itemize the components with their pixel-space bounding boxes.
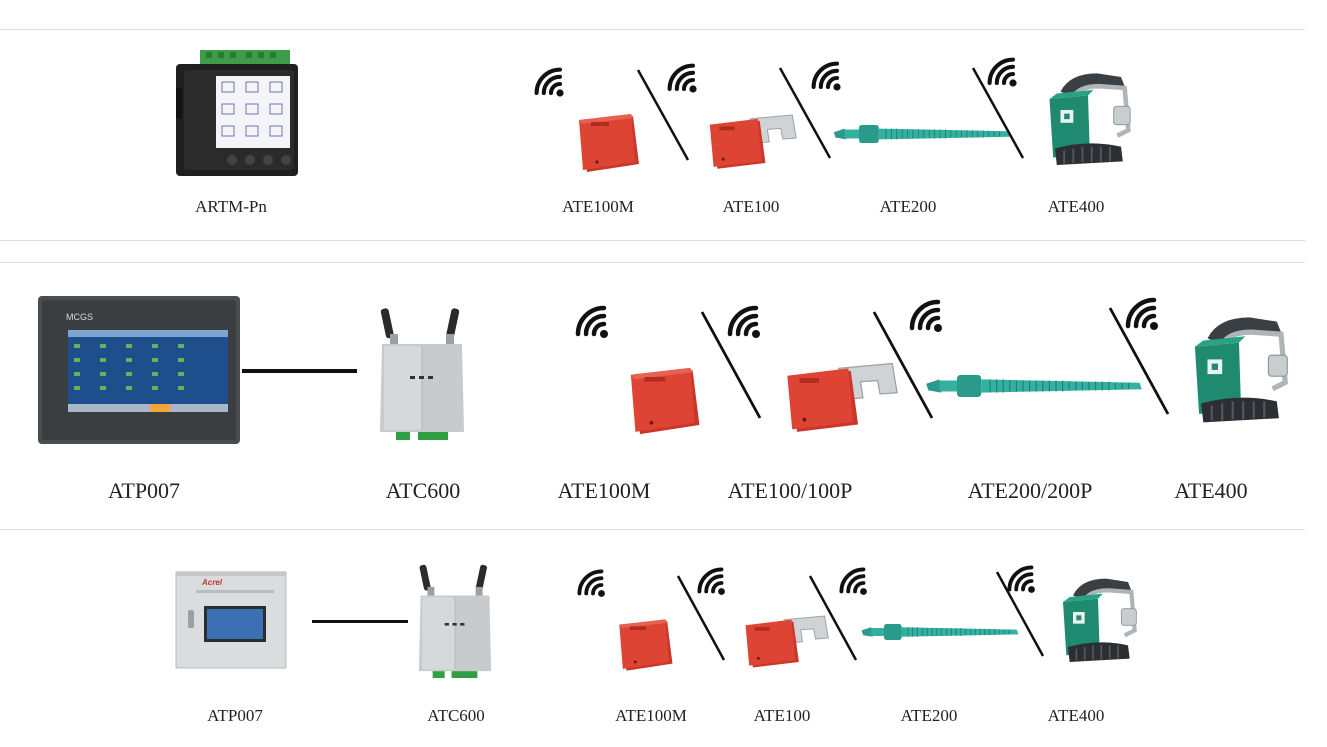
wifi-icon bbox=[1124, 296, 1164, 336]
meter-icon bbox=[170, 48, 310, 184]
wifi-icon bbox=[986, 56, 1022, 92]
separator-slash bbox=[636, 69, 690, 161]
sensor-label-ate100: ATE100 bbox=[722, 197, 780, 216]
sensor-label-ate400: ATE400 bbox=[1047, 706, 1105, 725]
wifi-icon bbox=[666, 62, 702, 98]
sensor-label-ate100m: ATE100M bbox=[615, 706, 687, 725]
sensor-label-ate200: ATE200 bbox=[900, 706, 958, 725]
sensor-icon bbox=[624, 355, 704, 447]
row-divider bbox=[0, 529, 1305, 530]
wifi-icon bbox=[810, 60, 846, 96]
separator-slash bbox=[808, 575, 858, 661]
sensor-label-ate200: ATE200 bbox=[879, 197, 937, 216]
cabinet-icon: Acrel bbox=[174, 570, 288, 670]
device-label-atp007: ATP007 bbox=[207, 706, 263, 725]
wifi-icon bbox=[726, 304, 766, 344]
sensor-icon bbox=[614, 612, 676, 678]
separator-slash bbox=[700, 311, 762, 419]
touch-panel-icon: MCGS bbox=[38, 296, 240, 444]
clamp-sensor-icon bbox=[1030, 66, 1146, 176]
cabinet-brand: Acrel bbox=[201, 578, 223, 587]
wired-link bbox=[312, 620, 408, 623]
sensor-label-ate400: ATE400 bbox=[1047, 197, 1105, 216]
separator-slash bbox=[872, 311, 934, 419]
gateway-icon bbox=[412, 562, 498, 684]
wifi-icon bbox=[576, 568, 610, 602]
separator-slash bbox=[971, 67, 1025, 159]
sensor-label-ate100: ATE100 bbox=[753, 706, 811, 725]
wifi-icon bbox=[574, 304, 614, 344]
wifi-icon bbox=[533, 66, 569, 102]
sensor-label-ate100m: ATE100M bbox=[562, 197, 634, 216]
panel-brand: MCGS bbox=[66, 312, 93, 322]
wifi-icon bbox=[696, 566, 730, 600]
row-divider bbox=[0, 29, 1305, 30]
row-divider bbox=[0, 240, 1305, 241]
wifi-icon bbox=[908, 298, 948, 338]
separator-slash bbox=[995, 571, 1045, 657]
wifi-icon bbox=[1006, 564, 1040, 598]
sensor-label-ate100m: ATE100M bbox=[557, 478, 651, 503]
sensor-label-ate200-200p: ATE200/200P bbox=[967, 478, 1093, 503]
separator-slash bbox=[1108, 307, 1170, 415]
clamp-sensor-icon bbox=[1176, 308, 1302, 436]
clamp-sensor-icon bbox=[1048, 572, 1148, 672]
wired-link bbox=[242, 369, 357, 373]
device-label-atc600: ATC600 bbox=[427, 706, 485, 725]
separator-slash bbox=[778, 67, 832, 159]
device-label-atc600: ATC600 bbox=[385, 478, 461, 503]
row-divider bbox=[0, 262, 1305, 263]
sensor-label-ate100-100p: ATE100/100P bbox=[727, 478, 853, 503]
separator-slash bbox=[676, 575, 726, 661]
sensor-icon bbox=[573, 108, 643, 178]
wifi-icon bbox=[838, 566, 872, 600]
gateway-icon bbox=[372, 302, 472, 450]
sensor-label-ate400: ATE400 bbox=[1174, 478, 1248, 503]
device-label-artm: ARTM-Pn bbox=[195, 197, 267, 216]
device-label-atp007: ATP007 bbox=[107, 478, 181, 503]
